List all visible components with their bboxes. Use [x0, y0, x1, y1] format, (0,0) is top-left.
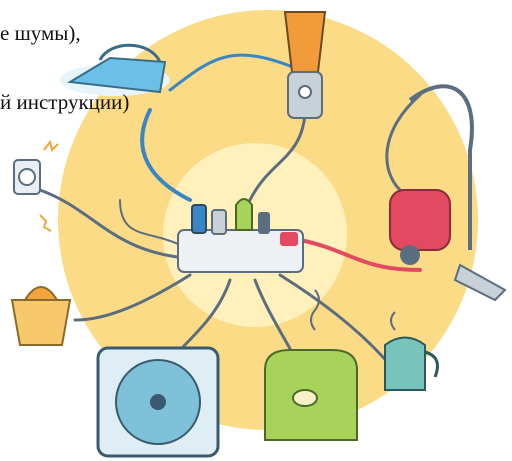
- wall-socket-icon: [13, 139, 59, 232]
- kettle-icon: [384, 311, 439, 391]
- caption-line-2: й инструкции): [0, 90, 130, 114]
- toaster-icon: [264, 289, 358, 441]
- caption-line-1: е шумы),: [0, 21, 81, 45]
- blender-icon: [283, 11, 327, 119]
- vacuum-cleaner-icon: [389, 84, 507, 302]
- iron-icon: [60, 43, 170, 96]
- power-strip-icon: [177, 198, 304, 273]
- fan-icon: [96, 346, 220, 458]
- juicer-icon: [10, 286, 72, 346]
